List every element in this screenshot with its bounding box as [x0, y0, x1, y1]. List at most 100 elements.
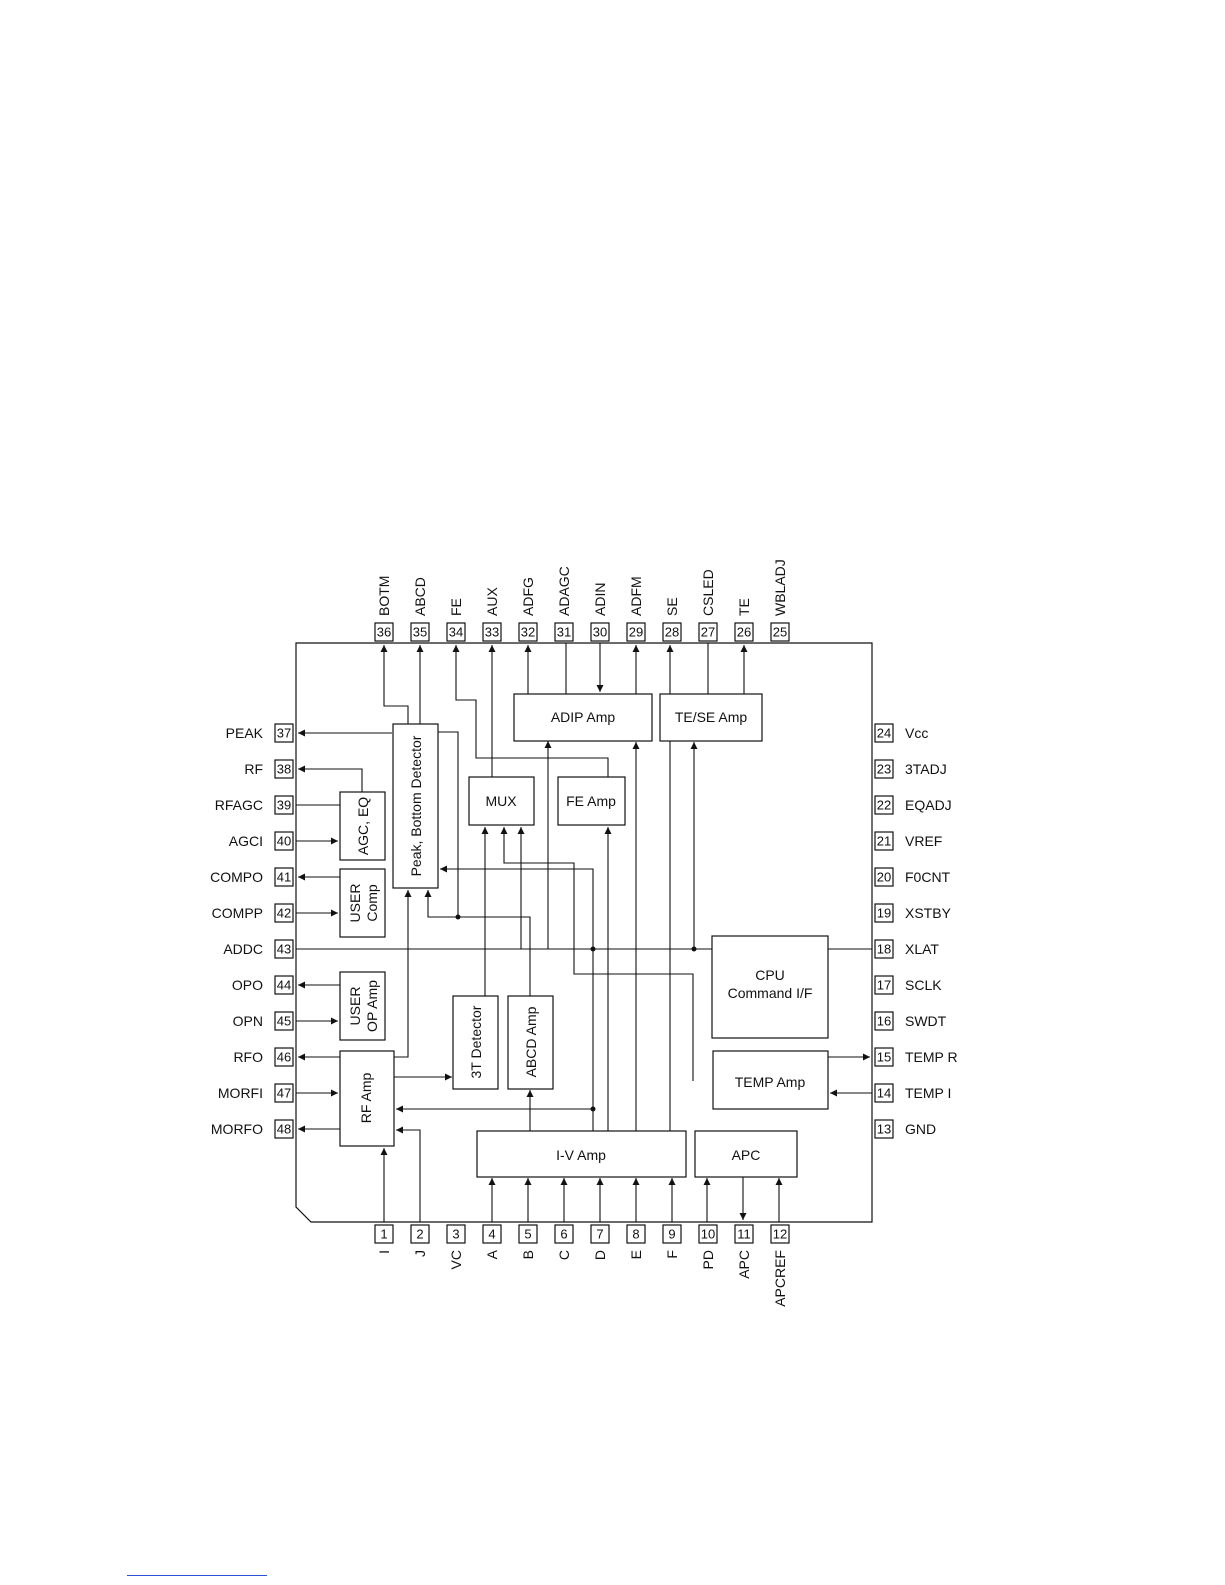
pin-number: 11: [737, 1227, 751, 1242]
pin-box: [274, 723, 294, 743]
block-label-line-1: CPU: [755, 967, 785, 983]
pin-box: [874, 723, 894, 743]
pin-label: BOTM: [376, 576, 392, 616]
pin-box: [274, 903, 294, 923]
pin-label: D: [592, 1250, 608, 1260]
pin-number: 8: [632, 1227, 639, 1242]
pin-number: 3: [452, 1227, 459, 1242]
pin-number: 9: [668, 1227, 675, 1242]
pin-number: 37: [277, 726, 291, 741]
pin-number: 41: [277, 870, 291, 885]
pin-label: RF: [244, 761, 263, 777]
pin-label: APC: [736, 1250, 752, 1279]
pin-box: [410, 1224, 430, 1244]
pin-box: [482, 622, 502, 642]
pin-box: [274, 975, 294, 995]
block-agc-eq: AGC, EQ: [339, 791, 386, 861]
pin-box: [518, 622, 538, 642]
pin-box: [874, 1011, 894, 1031]
pin-label: TE: [736, 598, 752, 616]
pin-box: [590, 1224, 610, 1244]
chip-outline: [295, 642, 873, 1223]
block-adip-amp: ADIP Amp: [513, 693, 653, 742]
pin-number: 31: [557, 625, 571, 640]
pin-label: FE: [448, 598, 464, 616]
pin-label: XSTBY: [905, 905, 952, 921]
block-fe-amp: FE Amp: [557, 776, 626, 826]
pin-box: [698, 622, 718, 642]
block-label: FE Amp: [566, 793, 616, 809]
pin-label: ADAGC: [556, 566, 572, 616]
pin-bottom: 1I: [374, 1224, 394, 1254]
pin-label: AUX: [484, 587, 500, 616]
pin-box: [274, 1119, 294, 1139]
pin-number: 18: [877, 942, 891, 957]
footer-link-underline[interactable]: [127, 1575, 267, 1576]
pin-label: PEAK: [226, 725, 264, 741]
block-label: ABCD Amp: [523, 1006, 539, 1077]
block-label-line-2: OP Amp: [364, 980, 380, 1032]
pin-box: [662, 622, 682, 642]
pin-number: 7: [596, 1227, 603, 1242]
pin-box: [274, 1083, 294, 1103]
pin-box: [626, 1224, 646, 1244]
pin-number: 28: [665, 625, 679, 640]
pin-label: B: [520, 1250, 536, 1259]
pin-number: 42: [277, 906, 291, 921]
block-label: TE/SE Amp: [675, 709, 748, 725]
pin-label: Vcc: [905, 725, 928, 741]
pin-label: ADDC: [223, 941, 263, 957]
pin-bottom: 6C: [554, 1224, 574, 1260]
pin-label: WBLADJ: [772, 559, 788, 616]
pin-box: [274, 759, 294, 779]
pin-box: [626, 622, 646, 642]
pin-label: C: [556, 1250, 572, 1260]
block-user-op-amp: USER OP Amp: [339, 971, 386, 1041]
pin-label: ADIN: [592, 583, 608, 616]
pin-label: J: [412, 1250, 428, 1257]
pin-left: 41 COMPO: [210, 867, 294, 887]
pin-box: [482, 1224, 502, 1244]
pin-number: 21: [877, 834, 891, 849]
pin-label: E: [628, 1250, 644, 1259]
pin-label: EQADJ: [905, 797, 952, 813]
block-label: I-V Amp: [556, 1147, 606, 1163]
pin-number: 44: [277, 978, 291, 993]
pin-top: 31 ADAGC: [554, 566, 574, 642]
pin-bottom: 8E: [626, 1224, 646, 1259]
pin-bottom: 4A: [482, 1224, 502, 1259]
pin-label: XLAT: [905, 941, 939, 957]
pin-box: [590, 622, 610, 642]
pin-number: 13: [877, 1122, 891, 1137]
block-label: APC: [732, 1147, 761, 1163]
pin-right: 13 GND: [874, 1119, 936, 1139]
pin-label: APCREF: [772, 1250, 788, 1307]
pin-number: 36: [377, 625, 391, 640]
wire-group: [296, 643, 872, 1222]
pin-label: GND: [905, 1121, 936, 1137]
pin-right: 18 XLAT: [874, 939, 939, 959]
pin-label: MORFO: [211, 1121, 263, 1137]
pin-bottom: 3VC: [446, 1224, 466, 1269]
pin-label: AGCI: [229, 833, 263, 849]
pin-box: [274, 867, 294, 887]
pin-label: 3TADJ: [905, 761, 947, 777]
pin-label: ADFG: [520, 577, 536, 616]
pin-label: COMPO: [210, 869, 263, 885]
block-label: RF Amp: [358, 1073, 374, 1124]
pin-box: [410, 622, 430, 642]
